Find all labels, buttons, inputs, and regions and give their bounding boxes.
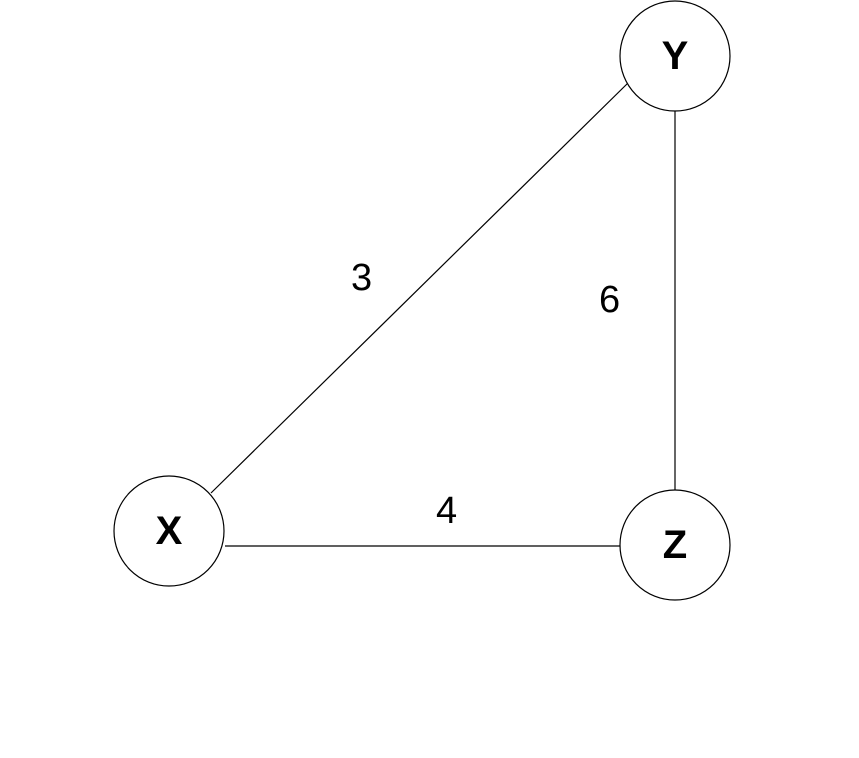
node-z-circle — [619, 489, 731, 601]
edge-x-y — [210, 81, 630, 494]
edge-weight-x-z: 4 — [436, 490, 457, 532]
node-y-label: Y — [662, 34, 689, 78]
edge-weight-y-z: 6 — [599, 279, 620, 321]
node-z: Z — [619, 489, 731, 601]
node-y-circle — [619, 0, 731, 112]
node-y: Y — [619, 0, 731, 112]
node-x-circle — [113, 475, 225, 587]
node-x: X — [113, 475, 225, 587]
node-x-label: X — [156, 509, 183, 553]
node-z-label: Z — [663, 523, 687, 567]
edge-weight-x-y: 3 — [351, 257, 372, 299]
